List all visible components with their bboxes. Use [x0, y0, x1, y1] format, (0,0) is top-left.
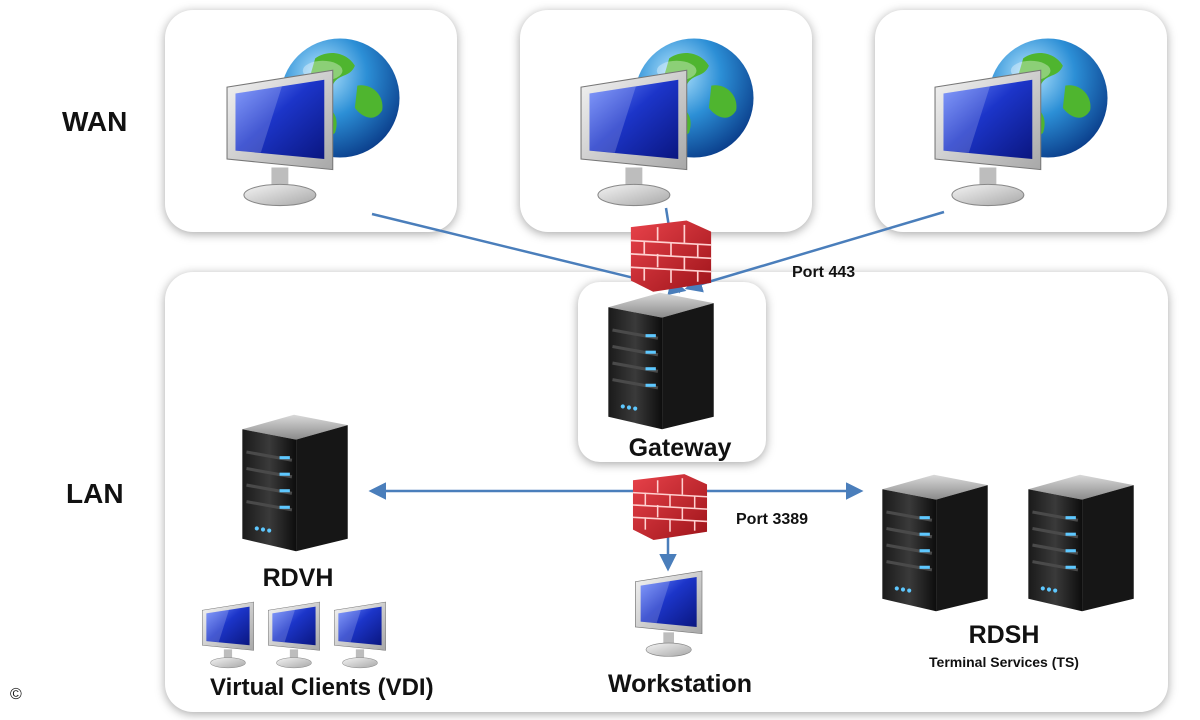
virtual-clients-label: Virtual Clients (VDI) — [210, 674, 434, 701]
gateway-label: Gateway — [628, 434, 732, 462]
firewall-wan-icon — [626, 216, 716, 294]
rdvh-label: RDVH — [262, 564, 334, 592]
workstation-label: Workstation — [608, 670, 752, 698]
firewall-lan-icon — [628, 470, 712, 542]
workstation-monitor-icon — [630, 568, 710, 662]
lan-label: LAN — [66, 478, 124, 509]
monitor-icon — [218, 66, 346, 214]
rdsh-sub-label: Terminal Services (TS) — [929, 654, 1079, 670]
rdsh-server-icon — [1018, 470, 1142, 616]
copyright-symbol: © — [10, 686, 22, 703]
port-3389-label: Port 3389 — [736, 511, 809, 528]
rdsh-label: RDSH — [968, 621, 1040, 649]
wan-label: WAN — [62, 106, 128, 137]
monitor-icon — [572, 66, 700, 214]
virtual-client-monitor-icon — [330, 600, 392, 672]
port-443-label: Port 443 — [792, 264, 856, 281]
rdvh-server-icon — [232, 410, 356, 556]
monitor-icon — [926, 66, 1054, 214]
wan-link-3 — [684, 210, 945, 293]
rdsh-server-icon — [872, 470, 996, 616]
gateway-server-icon — [598, 288, 722, 434]
virtual-client-monitor-icon — [264, 600, 326, 672]
virtual-client-monitor-icon — [198, 600, 260, 672]
